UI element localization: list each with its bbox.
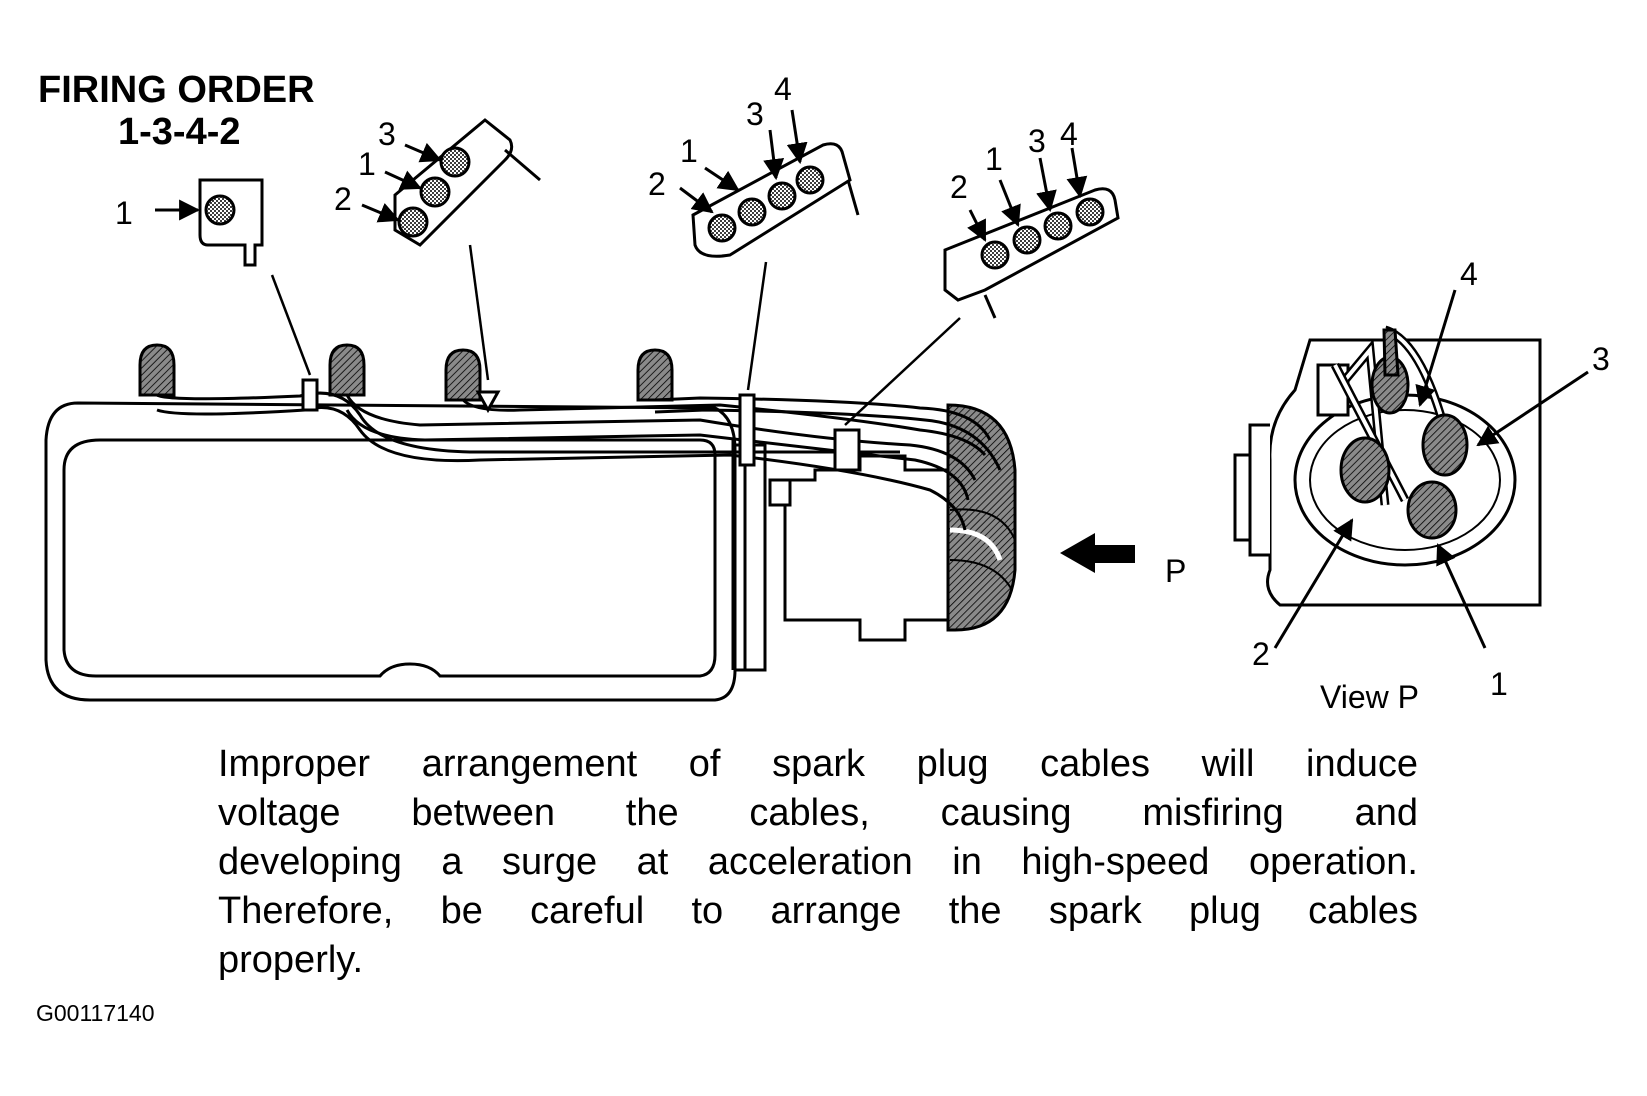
- clip-detail-1: 1: [115, 178, 264, 267]
- view-p-label-2: 2: [1252, 636, 1270, 672]
- clip-detail-4: 2 1 3 4: [943, 116, 1120, 319]
- clip-3-label-3: 3: [746, 96, 764, 132]
- clip-4-label-2: 2: [950, 169, 968, 205]
- view-p-label-3: 3: [1592, 341, 1610, 377]
- view-p-caption: View P: [1320, 679, 1419, 715]
- clip-1-cable-number: 1: [115, 195, 133, 231]
- distributor-cap: [946, 403, 1017, 632]
- clip-2-label-3: 3: [378, 116, 396, 152]
- clip-3-label-2: 2: [648, 166, 666, 202]
- engine-block: [44, 401, 767, 702]
- caption-line-5: properly.: [218, 939, 364, 981]
- distributor-housing: [768, 454, 950, 642]
- detail-leader-lines: [270, 244, 961, 426]
- caption-text: Improper arrangement of spark plug cable…: [218, 740, 1418, 985]
- caption-line-3: developing a surge at acceleration in hi…: [218, 841, 1418, 883]
- view-direction-arrow: P: [1060, 533, 1186, 589]
- spark-plug-boots: [138, 343, 674, 402]
- spark-plug-cables: [156, 391, 1002, 531]
- cable-clips: [301, 378, 861, 472]
- firing-order-title: FIRING ORDER: [38, 69, 315, 111]
- clip-detail-2: 3 1 2: [334, 116, 541, 247]
- clip-4-label-1: 1: [985, 141, 1003, 177]
- view-p-label-4: 4: [1460, 256, 1478, 292]
- figure-code: G00117140: [36, 1000, 155, 1026]
- view-p-distributor: 4 3 2 1 View P: [1233, 256, 1610, 715]
- caption-line-2: voltage between the cables, causing misf…: [218, 792, 1418, 834]
- caption-line-4: Therefore, be careful to arrange the spa…: [218, 890, 1418, 932]
- firing-order-sequence: 1-3-4-2: [118, 111, 241, 153]
- clip-4-label-3: 3: [1028, 123, 1046, 159]
- clip-3-label-4: 4: [774, 71, 792, 107]
- caption-line-1: Improper arrangement of spark plug cable…: [218, 743, 1418, 785]
- clip-2-label-1: 1: [358, 146, 376, 182]
- clip-detail-3: 2 1 3 4: [648, 71, 860, 258]
- clip-2-label-2: 2: [334, 181, 352, 217]
- clip-4-label-4: 4: [1060, 116, 1078, 152]
- clip-3-label-1: 1: [680, 133, 698, 169]
- view-p-label-1: 1: [1490, 666, 1508, 702]
- view-arrow-label: P: [1165, 553, 1186, 589]
